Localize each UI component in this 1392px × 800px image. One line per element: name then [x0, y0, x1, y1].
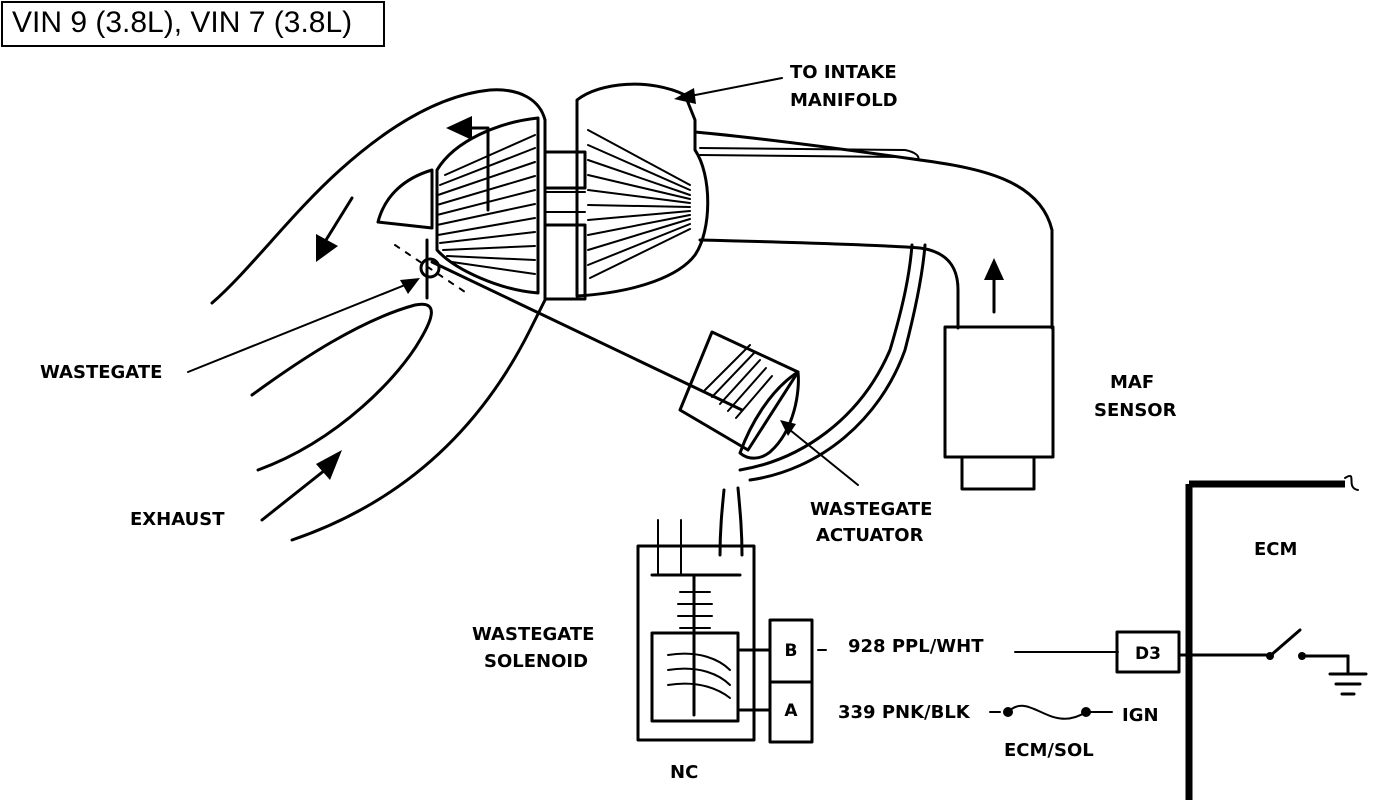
- intake-duct: [693, 130, 1054, 330]
- label-wire-b: 928 PPL/WHT: [848, 636, 984, 657]
- maf-sensor: [943, 258, 1055, 491]
- label-actuator-line1: WASTEGATE: [810, 499, 932, 520]
- wastegate-linkage: [394, 238, 744, 412]
- connector-d3-label: D3: [1135, 644, 1161, 664]
- leader-lines: [187, 77, 859, 486]
- wiring: [817, 649, 1119, 720]
- compressor-wheel: [575, 82, 710, 298]
- diagram-title: VIN 9 (3.8L), VIN 7 (3.8L): [12, 6, 353, 39]
- label-wastegate: WASTEGATE: [40, 362, 162, 383]
- labels: TO INTAKE MANIFOLD MAF SENSOR WASTEGATE …: [40, 62, 1297, 783]
- label-solenoid-line2: SOLENOID: [484, 651, 588, 672]
- flow-arrows: [260, 116, 490, 522]
- title-box: VIN 9 (3.8L), VIN 7 (3.8L): [1, 1, 385, 47]
- turbo-center-shaft: [543, 150, 587, 301]
- ecm-module: D3: [1115, 475, 1368, 800]
- label-ign: IGN: [1122, 705, 1159, 726]
- label-intake-line1: TO INTAKE: [790, 62, 897, 83]
- label-intake-line2: MANIFOLD: [790, 90, 898, 111]
- actuator-hose: [718, 243, 927, 557]
- label-maf-line1: MAF: [1110, 372, 1154, 393]
- label-wire-a: 339 PNK/BLK: [838, 702, 971, 723]
- label-maf-line2: SENSOR: [1094, 400, 1177, 421]
- wastegate-solenoid: [636, 519, 772, 742]
- connector-b: B: [768, 618, 814, 684]
- wastegate-actuator: [678, 330, 800, 460]
- label-solenoid-line1: WASTEGATE: [472, 624, 594, 645]
- label-ecm: ECM: [1254, 539, 1297, 560]
- turbo-housing: [210, 88, 547, 542]
- label-actuator-line2: ACTUATOR: [816, 525, 924, 546]
- connector-a: A: [768, 680, 814, 744]
- connector-b-label: B: [785, 641, 798, 661]
- label-ecm-sol: ECM/SOL: [1004, 740, 1094, 761]
- connector-a-label: A: [784, 701, 798, 721]
- label-exhaust: EXHAUST: [130, 509, 225, 530]
- label-nc: NC: [670, 762, 698, 783]
